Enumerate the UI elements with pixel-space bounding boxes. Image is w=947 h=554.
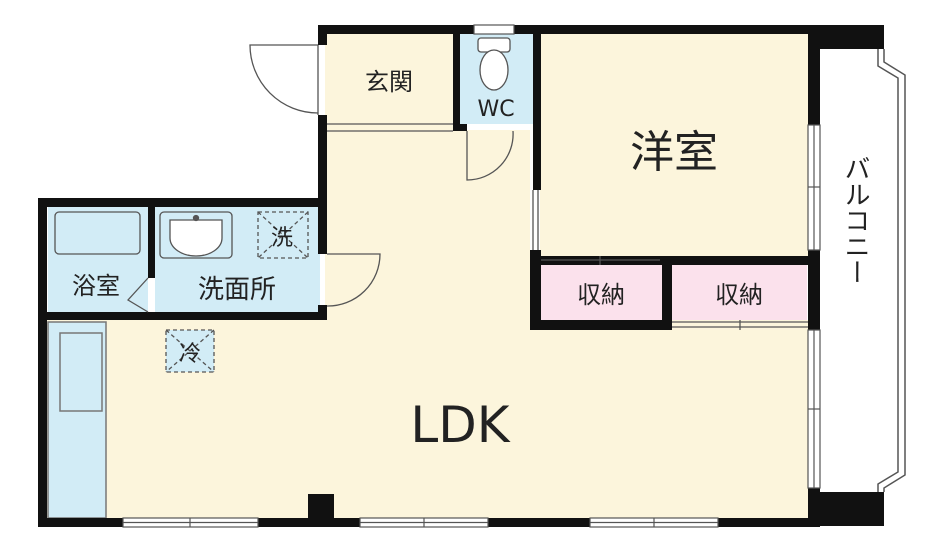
wall-western-left-lower (530, 250, 541, 330)
wall-washroom-right (318, 198, 327, 254)
wall-right-mid (808, 250, 820, 330)
balcony-label: バルコニー (840, 155, 870, 285)
closet-left-floor (540, 265, 662, 320)
wall-right-upper (808, 25, 820, 125)
toilet-bowl (479, 49, 509, 91)
ldk-label: LDK (410, 396, 510, 454)
wall-entrance-left-lower (318, 115, 327, 200)
wall-western-left (533, 124, 541, 190)
ldk-floor (45, 32, 810, 518)
washroom-door (326, 253, 381, 307)
fixtures (54, 37, 511, 373)
windows (122, 24, 821, 528)
wall-left (38, 198, 47, 526)
wall-closet-divider (662, 256, 672, 330)
balcony-railing (877, 49, 906, 492)
wc-label: WC (477, 97, 514, 122)
wall-bath-bottom (38, 312, 327, 320)
western-room-label: 洋室 (630, 127, 718, 178)
kitchen-sink (59, 332, 103, 412)
wall-washroom-right-lower (318, 305, 327, 320)
bath-door (126, 277, 149, 313)
bathtub (54, 211, 141, 255)
western-room-floor (540, 32, 810, 258)
walls (38, 25, 884, 527)
washroom-label: 洗面所 (198, 275, 276, 305)
closet-left-label: 収納 (577, 281, 625, 309)
wall-entrance-left-upper (318, 25, 327, 45)
closet-right-label: 収納 (715, 281, 763, 309)
entrance-label: 玄関 (365, 68, 413, 96)
wall-bath-top (38, 198, 327, 207)
balcony-wall-bottom (808, 492, 884, 526)
wall-wc-bottom (453, 124, 467, 131)
wall-bath-divider (148, 198, 155, 278)
wall-bottom-1 (38, 518, 123, 527)
wall-bottom-3 (488, 518, 590, 527)
labels: 玄関 WC 洋室 浴室 洗面所 洗 冷 収納 収納 LDK バルコニー (72, 68, 870, 454)
entrance-door (249, 44, 319, 114)
wall-bottom-4 (718, 518, 812, 527)
wc-door (466, 130, 514, 181)
fridge-marker: 冷 (179, 342, 201, 367)
wall-top (318, 25, 810, 34)
washer-marker: 洗 (271, 226, 293, 251)
wall-wc-left (453, 25, 460, 130)
wall-closet-bottom (530, 320, 670, 330)
pillar (308, 494, 334, 524)
doors (126, 44, 808, 330)
window-wc (473, 24, 515, 35)
closet-right-floor (672, 265, 807, 320)
balcony-wall-top (808, 25, 884, 49)
bathroom-label: 浴室 (72, 272, 120, 300)
wall-wc-right (533, 25, 541, 130)
